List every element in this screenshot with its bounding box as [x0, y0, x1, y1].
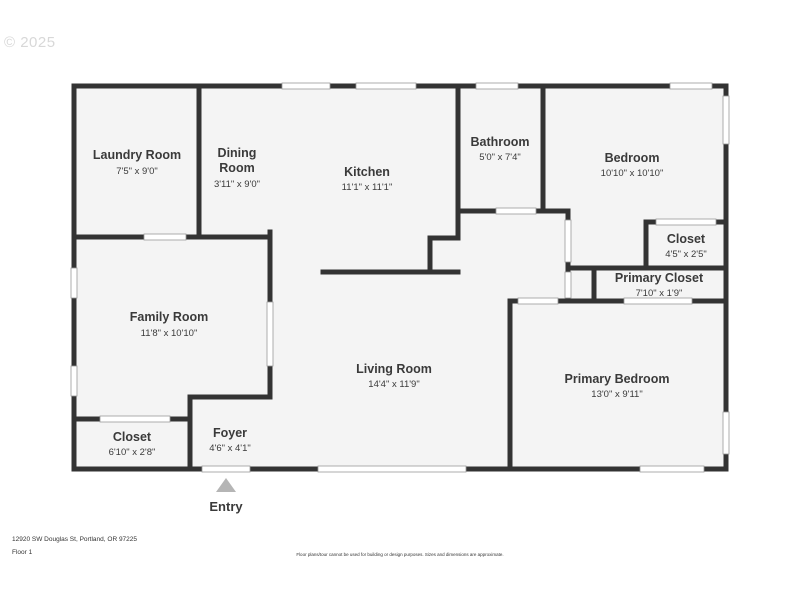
entry-arrow-icon — [216, 478, 236, 492]
room-name-bedroom: Bedroom — [605, 151, 660, 165]
room-labels: Laundry Room 7'5" x 9'0" Dining Room 3'1… — [93, 135, 707, 458]
room-dim-bathroom: 5'0" x 7'4" — [479, 152, 521, 163]
window — [317, 465, 467, 473]
floor-area — [74, 86, 726, 469]
room-dim-closet-front: 6'10" x 2'8" — [109, 447, 156, 458]
room-name-closet-front: Closet — [113, 430, 152, 444]
door-opening — [623, 297, 693, 305]
room-dim-primary-closet: 7'10" x 1'9" — [636, 288, 683, 299]
room-dim-foyer: 4'6" x 4'1" — [209, 443, 251, 454]
room-dim-dining: 3'11" x 9'0" — [214, 179, 260, 190]
windows — [70, 82, 730, 473]
door-opening — [495, 207, 537, 215]
room-name-closet-bedroom: Closet — [667, 232, 706, 246]
footer-disclaimer: Floor plans/tour cannot be used for buil… — [296, 552, 504, 557]
door-opening — [564, 219, 572, 263]
door-opening — [99, 415, 171, 423]
room-name-family: Family Room — [130, 310, 209, 324]
window — [281, 82, 331, 90]
room-dim-laundry: 7'5" x 9'0" — [116, 166, 158, 177]
door-opening — [143, 233, 187, 241]
footer-floor: Floor 1 — [12, 549, 33, 556]
copyright-watermark: © 2025 — [4, 34, 56, 51]
room-name-dining-1: Dining — [218, 146, 257, 160]
room-dim-living: 14'4" x 11'9" — [368, 379, 419, 390]
window — [722, 411, 730, 455]
window — [722, 95, 730, 145]
room-dim-primary-bedroom: 13'0" x 9'11" — [591, 389, 642, 400]
window — [639, 465, 705, 473]
entry-label: Entry — [209, 499, 243, 514]
window — [70, 267, 78, 299]
window — [355, 82, 417, 90]
room-name-primary-closet: Primary Closet — [615, 271, 704, 285]
room-dim-family: 11'8" x 10'10" — [141, 328, 198, 339]
window — [475, 82, 519, 90]
door-opening — [266, 301, 274, 367]
door-opening — [564, 271, 572, 299]
room-name-living: Living Room — [356, 362, 432, 376]
room-name-kitchen: Kitchen — [344, 165, 390, 179]
room-name-foyer: Foyer — [213, 426, 247, 440]
room-name-primary-bedroom: Primary Bedroom — [565, 372, 670, 386]
entry-door-opening — [201, 465, 251, 473]
footer-address: 12920 SW Douglas St, Portland, OR 97225 — [12, 536, 138, 543]
room-name-bathroom: Bathroom — [470, 135, 529, 149]
room-name-laundry: Laundry Room — [93, 148, 181, 162]
room-dim-kitchen: 11'1" x 11'1" — [342, 182, 393, 193]
door-opening — [517, 297, 559, 305]
room-dim-closet-bedroom: 4'5" x 2'5" — [665, 249, 707, 260]
room-name-dining-2: Room — [219, 161, 254, 175]
room-dim-bedroom: 10'10" x 10'10" — [601, 168, 664, 179]
door-opening — [655, 218, 717, 226]
window — [669, 82, 713, 90]
window — [70, 365, 78, 397]
